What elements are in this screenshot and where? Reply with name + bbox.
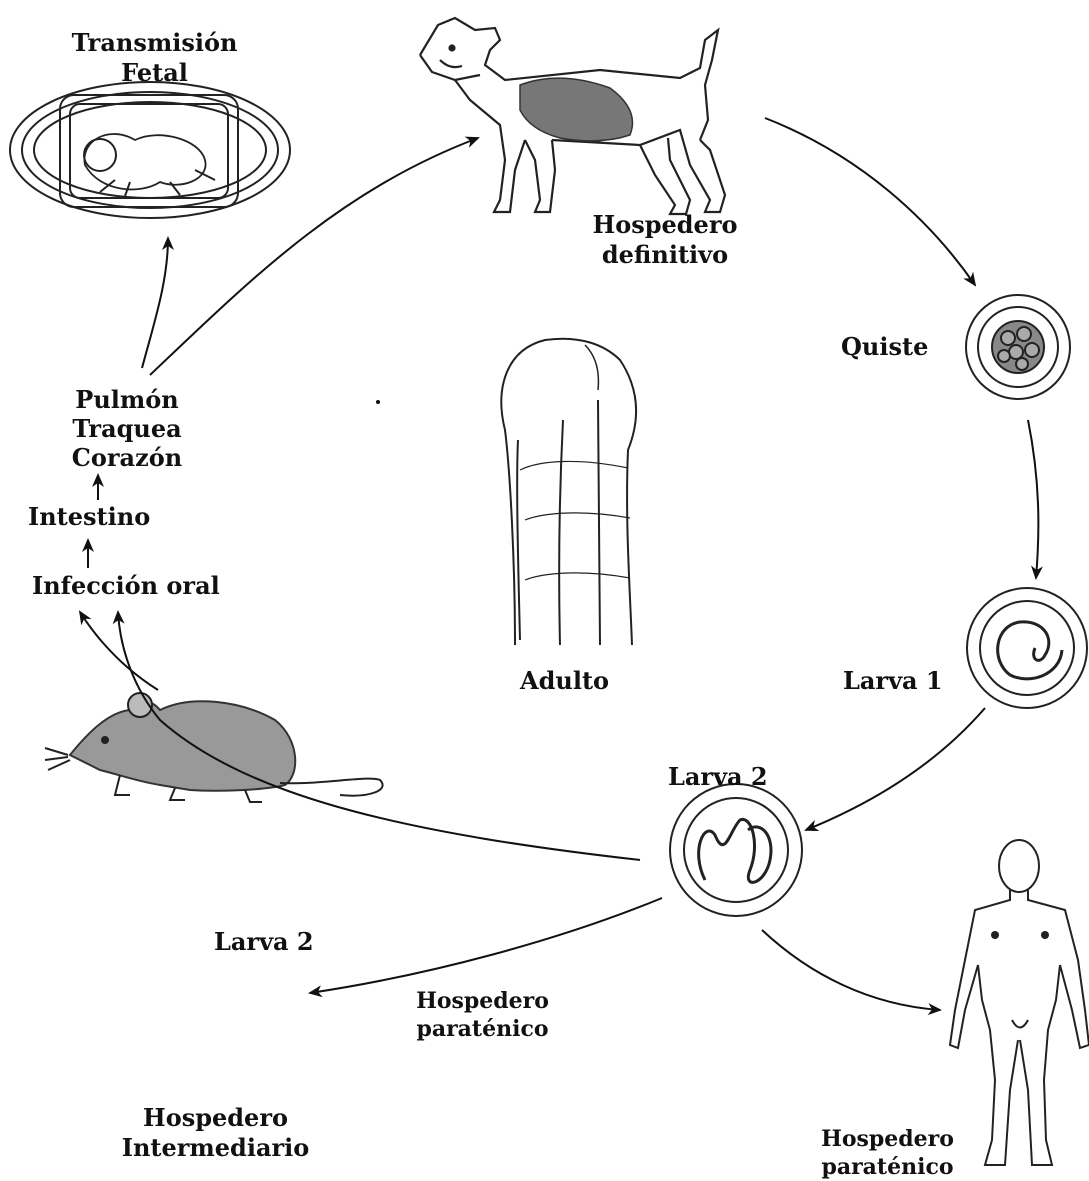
definitive-host-line-2: definitivo — [575, 240, 755, 270]
stray-dot — [376, 400, 380, 404]
oral-infection-label: Infección oral — [32, 571, 220, 601]
intermediate-host-line-2: Intermediario — [108, 1133, 323, 1163]
fetus-in-uterus-illustration — [10, 82, 290, 218]
paratenic-host-human-label: Hospedero paraténico — [800, 1125, 975, 1181]
definitive-host-label: Hospedero definitivo — [575, 210, 755, 270]
larva2-capsule-illustration — [670, 784, 802, 916]
paratenic-host-human-line-1: Hospedero — [800, 1125, 975, 1153]
fetal-transmission-label: Transmisión Fetal — [62, 28, 247, 88]
arrow-larva1-to-larva2 — [806, 708, 985, 830]
organ-trachea: Traquea — [52, 414, 202, 443]
cyst-with-larvae-illustration — [966, 295, 1070, 399]
fetal-transmission-line-1: Transmisión — [62, 28, 247, 58]
larva2-center-label: Larva 2 — [668, 762, 768, 792]
organs-label: Pulmón Traquea Corazón — [52, 385, 202, 472]
paratenic-host-center-line-2: paraténico — [395, 1015, 570, 1043]
fetal-transmission-line-2: Fetal — [62, 58, 247, 88]
larva1-capsule-illustration — [967, 588, 1087, 708]
arrow-organs-to-dog — [150, 138, 478, 375]
arrow-dog-to-cyst — [765, 118, 975, 285]
arrow-cyst-to-larva1 — [1028, 420, 1038, 578]
cyst-label: Quiste — [841, 332, 928, 362]
larva1-label: Larva 1 — [843, 666, 943, 696]
organ-heart: Corazón — [52, 443, 202, 472]
intermediate-host-line-1: Hospedero — [108, 1103, 323, 1133]
definitive-host-line-1: Hospedero — [575, 210, 755, 240]
intermediate-host-label: Hospedero Intermediario — [108, 1103, 323, 1163]
paratenic-host-center-label: Hospedero paraténico — [395, 987, 570, 1043]
arrow-larva2-to-human — [762, 930, 940, 1010]
paratenic-host-center-line-1: Hospedero — [395, 987, 570, 1015]
adult-worm-illustration — [501, 339, 636, 645]
adult-label: Adulto — [520, 666, 609, 696]
rodent-illustration — [45, 693, 383, 802]
larva2-rodent-label: Larva 2 — [214, 927, 314, 957]
arrow-organs-to-fetus — [142, 238, 168, 368]
human-figure-illustration — [950, 840, 1089, 1165]
organ-lung: Pulmón — [52, 385, 202, 414]
arrow-larva2-to-rodent — [310, 898, 662, 993]
dog-illustration — [420, 18, 725, 214]
paratenic-host-human-line-2: paraténico — [800, 1153, 975, 1181]
intestine-label: Intestino — [28, 502, 150, 532]
